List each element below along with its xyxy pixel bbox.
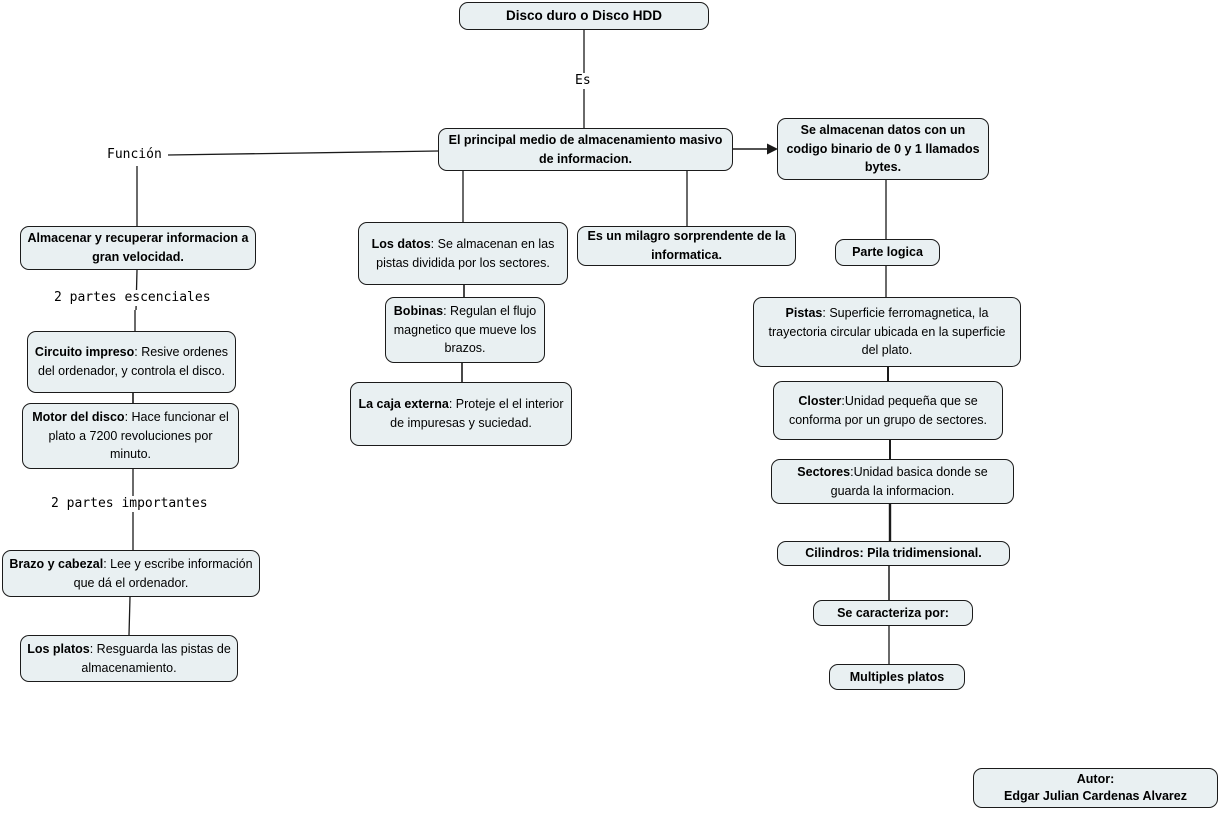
node-la-caja-externa-text: La caja externa: Proteje el el interior … (358, 397, 564, 430)
node-pistas[interactable]: Pistas: Superficie ferromagnetica, la tr… (753, 297, 1021, 367)
autor-name: Edgar Julian Cardenas Alvarez (1004, 789, 1187, 803)
node-multiples-platos[interactable]: Multiples platos (829, 664, 965, 690)
node-brazo-y-cabezal[interactable]: Brazo y cabezal: Lee y escribe informaci… (2, 550, 260, 597)
node-multiples-platos-text: Multiples platos (849, 669, 945, 684)
node-los-datos[interactable]: Los datos: Se almacenan en las pistas di… (358, 222, 568, 285)
link-label-2-partes-importantes[interactable]: 2 partes importantes (49, 496, 210, 512)
node-bobinas[interactable]: Bobinas: Regulan el flujo magnetico que … (385, 297, 545, 363)
node-brazo-y-cabezal-text: Brazo y cabezal: Lee y escribe informaci… (9, 556, 253, 590)
link-label-2-partes-escenciales[interactable]: 2 partes escenciales (52, 290, 213, 306)
node-los-datos-text: Los datos: Se almacenan en las pistas di… (371, 236, 555, 270)
node-se-caracteriza-por-text: Se caracteriza por: (837, 605, 949, 620)
node-disco-duro-text: Disco duro o Disco HDD (505, 7, 662, 23)
node-almacenar-recuperar-text: Almacenar y recuperar informacion a gran… (27, 231, 249, 264)
node-principal-medio-text: El principal medio de almacenamiento mas… (448, 132, 723, 166)
node-closter-text: Closter:Unidad pequeña que se conforma p… (788, 393, 988, 427)
node-pistas-text: Pistas: Superficie ferromagnetica, la tr… (768, 305, 1006, 358)
node-milagro-informatica[interactable]: Es un milagro sorprendente de la informa… (577, 226, 796, 266)
node-parte-logica[interactable]: Parte logica (835, 239, 940, 266)
node-sectores[interactable]: Sectores:Unidad basica donde se guarda l… (771, 459, 1014, 504)
node-circuito-impreso-text: Circuito impreso: Resive ordenes del ord… (34, 345, 229, 378)
node-cilindros-text: Cilindros: Pila tridimensional. (805, 546, 982, 561)
node-almacenar-recuperar[interactable]: Almacenar y recuperar informacion a gran… (20, 226, 256, 270)
node-los-platos[interactable]: Los platos: Resguarda las pistas de alma… (20, 635, 238, 682)
node-bobinas-text: Bobinas: Regulan el flujo magnetico que … (393, 303, 537, 356)
node-cilindros[interactable]: Cilindros: Pila tridimensional. (777, 541, 1010, 566)
node-se-caracteriza-por[interactable]: Se caracteriza por: (813, 600, 973, 626)
node-autor[interactable]: Autor: Edgar Julian Cardenas Alvarez (973, 768, 1218, 808)
node-disco-duro[interactable]: Disco duro o Disco HDD (459, 2, 709, 30)
node-sectores-text: Sectores:Unidad basica donde se guarda l… (797, 464, 988, 498)
node-codigo-binario[interactable]: Se almacenan datos con un codigo binario… (777, 118, 989, 180)
node-motor-del-disco-text: Motor del disco: Hace funcionar el plato… (32, 409, 229, 462)
node-principal-medio[interactable]: El principal medio de almacenamiento mas… (438, 128, 733, 171)
node-la-caja-externa[interactable]: La caja externa: Proteje el el interior … (350, 382, 572, 446)
node-closter[interactable]: Closter:Unidad pequeña que se conforma p… (773, 381, 1003, 440)
node-motor-del-disco[interactable]: Motor del disco: Hace funcionar el plato… (22, 403, 239, 469)
node-circuito-impreso[interactable]: Circuito impreso: Resive ordenes del ord… (27, 331, 236, 393)
node-parte-logica-text: Parte logica (852, 245, 923, 260)
node-codigo-binario-text: Se almacenan datos con un codigo binario… (786, 122, 980, 175)
link-label-funcion[interactable]: Función (105, 147, 164, 163)
autor-label: Autor: (1076, 772, 1115, 787)
link-label-es[interactable]: Es (573, 73, 593, 89)
node-los-platos-text: Los platos: Resguarda las pistas de alma… (27, 641, 231, 675)
connector-funcion-main (167, 150, 439, 156)
arrowhead (767, 143, 778, 155)
node-milagro-informatica-text: Es un milagro sorprendente de la informa… (587, 229, 786, 262)
connector-brazo-platos (128, 596, 131, 636)
node-autor-text: Autor: Edgar Julian Cardenas Alvarez (979, 771, 1212, 805)
